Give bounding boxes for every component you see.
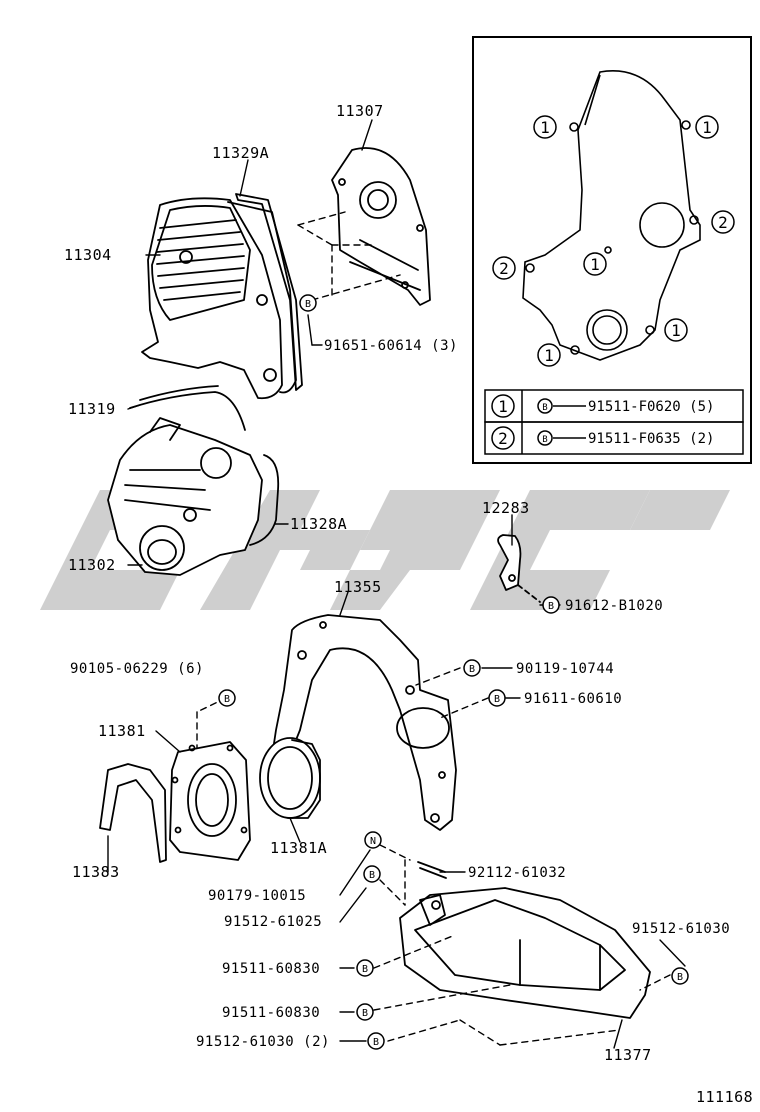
label-90179-10015: 90179-10015 [208,888,307,904]
label-91512-61030: 91512-61030 [632,921,731,937]
label-12283: 12283 [482,499,530,517]
label-92112-61032: 92112-61032 [468,865,567,881]
nut-symbol: N [370,836,376,847]
label-91512-61025: 91512-61025 [224,914,323,930]
label-11307: 11307 [336,102,384,120]
label-91611-60610: 91611-60610 [524,691,623,707]
label-11381A: 11381A [270,839,328,857]
label-11383: 11383 [72,863,120,881]
figure-id: 111168 [696,1088,754,1106]
bolt-symbol: B [369,870,375,881]
oil-pan-11377 [399,887,651,1019]
label-11355: 11355 [334,578,382,596]
bolt-symbol: B [677,972,683,983]
gasket-11383 [99,763,167,863]
inset-callout-1b: 1 [702,118,712,137]
bolt-symbol: B [224,694,230,705]
legend-part-2: 91511-F0635 (2) [588,431,714,447]
inset-callout-2a: 2 [718,213,728,232]
bolt-symbol: B [362,1008,368,1019]
inset-callout-1d: 1 [671,321,681,340]
legend-bolt-1: B [542,403,547,413]
bolt-symbol: B [373,1037,379,1048]
upper-timing-cover-11304 [141,197,297,400]
inset-callout-2b: 2 [499,259,509,278]
gasket-11329A [235,193,303,391]
inset-callout-1a: 1 [540,118,550,137]
legend-key-1: 1 [498,397,508,416]
label-90119-10744: 90119-10744 [516,661,615,677]
seal-retainer-11381 [169,741,251,861]
label-11319: 11319 [68,400,116,418]
inset-cover-view [522,70,701,361]
label-91511-60830-a: 91511-60830 [222,961,321,977]
label-11329A: 11329A [212,144,270,162]
inset-callout-1e: 1 [544,346,554,365]
label-91651-60614: 91651-60614 (3) [324,338,458,354]
label-11381: 11381 [98,722,146,740]
legend-key-2: 2 [498,429,508,448]
bolt-symbol: B [548,601,554,612]
seal-11319 [129,391,246,431]
end-plate-11355 [269,614,457,831]
label-11377: 11377 [604,1046,652,1064]
label-11304: 11304 [64,246,112,264]
stud-92112 [417,861,447,879]
label-91512-61030-2: 91512-61030 (2) [196,1034,330,1050]
bolt-symbol: B [469,664,475,675]
legend-bolt-2: B [542,435,547,445]
lower-timing-cover-11302 [107,417,263,576]
bolt-symbol: B [494,694,500,705]
label-91511-60830-b: 91511-60830 [222,1005,321,1021]
oil-seal-11381A [259,737,321,819]
legend-part-1: 91511-F0620 (5) [588,399,714,415]
label-11328A: 11328A [290,515,348,533]
bolt-symbol: B [305,299,311,310]
label-90105-06229: 90105-06229 (6) [70,661,204,677]
label-11302: 11302 [68,556,116,574]
label-91612-B1020: 91612-B1020 [565,598,664,614]
bolt-symbol: B [362,964,368,975]
inset-callout-1c: 1 [590,255,600,274]
gasket-11328A [249,454,280,546]
inset-frame [472,36,752,464]
